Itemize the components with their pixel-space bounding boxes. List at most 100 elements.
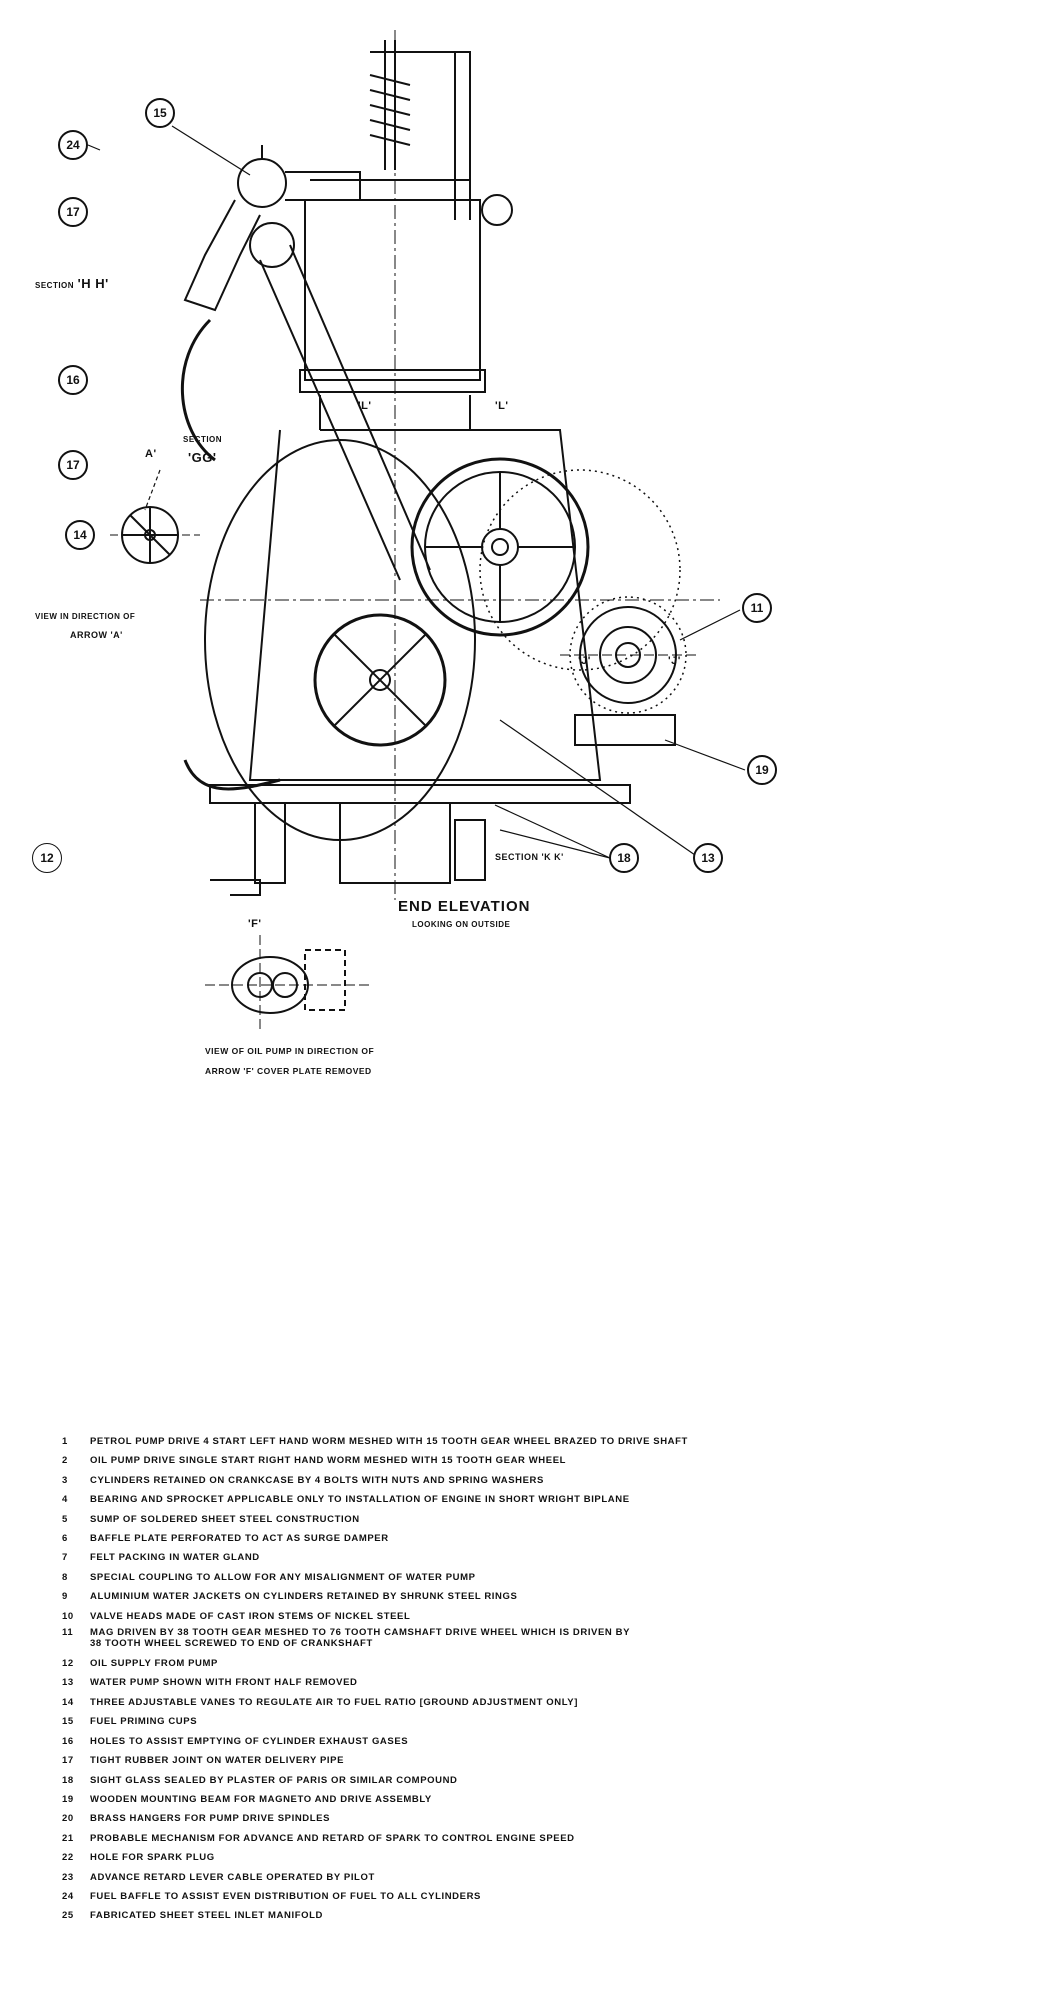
valve-spring: [369, 40, 513, 226]
legend-number: 18: [62, 1774, 74, 1786]
legend-text: OIL PUMP DRIVE SINGLE START RIGHT HAND W…: [90, 1455, 567, 1467]
legend-item: 8 SPECIAL COUPLING TO ALLOW FOR ANY MISAL…: [62, 1568, 962, 1587]
section-hh-name: 'H H': [77, 276, 109, 291]
legend-number: 3: [62, 1474, 68, 1486]
legend-item: 1 PETROL PUMP DRIVE 4 START LEFT HAND WOR…: [62, 1432, 962, 1451]
oil-pump-caption-line1: VIEW OF OIL PUMP IN DIRECTION OF: [205, 1046, 375, 1056]
j-right-label: 'J': [668, 655, 681, 667]
legend-item: 9 ALUMINIUM WATER JACKETS ON CYLINDERS RE…: [62, 1587, 962, 1606]
callout-16: 16: [58, 365, 88, 395]
legend-number: 1: [62, 1436, 68, 1447]
section-prefix: SECTION: [35, 281, 75, 290]
vane-view-a: [110, 506, 200, 564]
legend-number: 23: [62, 1871, 74, 1883]
legend-text: BEARING AND SPROCKET APPLICABLE ONLY TO …: [90, 1494, 630, 1506]
legend-text: TIGHT RUBBER JOINT ON WATER DELIVERY PIP…: [90, 1755, 345, 1767]
legend-number: 20: [62, 1813, 74, 1825]
legend-text: WOODEN MOUNTING BEAM FOR MAGNETO AND DRI…: [90, 1793, 432, 1805]
legend-number: 22: [62, 1852, 74, 1864]
magneto: [560, 596, 700, 746]
priming-cup: [183, 145, 361, 312]
legend-item: 22 HOLE FOR SPARK PLUG: [62, 1848, 962, 1867]
section-hh-label: SECTION 'H H': [35, 276, 109, 291]
view-a-line1: VIEW IN DIRECTION OF: [35, 612, 136, 621]
legend-item: 4 BEARING AND SPROCKET APPLICABLE ONLY TO…: [62, 1490, 962, 1509]
legend-number: 8: [62, 1571, 68, 1583]
oil-pump-view: [205, 935, 370, 1030]
legend-number: 2: [62, 1455, 68, 1467]
legend-number: 6: [62, 1533, 68, 1545]
legend-text: OIL SUPPLY FROM PUMP: [90, 1658, 218, 1670]
section-gg-prefix: SECTION: [183, 435, 223, 444]
legend-text: HOLE FOR SPARK PLUG: [90, 1852, 215, 1864]
legend-text: FUEL PRIMING CUPS: [90, 1716, 198, 1728]
drawing-title: END ELEVATION: [398, 898, 531, 915]
callout-18: 18: [609, 843, 639, 873]
legend-text: THREE ADJUSTABLE VANES TO REGULATE AIR T…: [90, 1696, 578, 1708]
legend-number: 15: [62, 1716, 74, 1728]
legend-number: 7: [62, 1552, 68, 1564]
legend-item: 17 TIGHT RUBBER JOINT ON WATER DELIVERY P…: [62, 1751, 962, 1770]
leader-lines: [87, 125, 746, 859]
callout-11: 11: [742, 593, 772, 623]
legend-number: 16: [62, 1735, 74, 1747]
section-kk-label: SECTION 'K K': [495, 852, 564, 862]
legend-number: 21: [62, 1832, 74, 1844]
callout-13: 13: [693, 843, 723, 873]
legend-text: WATER PUMP SHOWN WITH FRONT HALF REMOVED: [90, 1677, 358, 1689]
legend-text: ADVANCE RETARD LEVER CABLE OPERATED BY P…: [90, 1871, 375, 1883]
callout-15: 15: [145, 98, 175, 128]
legend-number: 19: [62, 1793, 74, 1805]
callout-17-bottom: 17: [58, 450, 88, 480]
legend-number: 9: [62, 1591, 68, 1603]
crankcase: [248, 429, 602, 781]
parts-legend: 1 PETROL PUMP DRIVE 4 START LEFT HAND WOR…: [62, 1432, 962, 1926]
legend-item: 5 SUMP OF SOLDERED SHEET STEEL CONSTRUCTI…: [62, 1510, 962, 1529]
callout-14: 14: [65, 520, 95, 550]
legend-number: 10: [62, 1610, 74, 1622]
water-pump: [313, 613, 447, 747]
legend-text: SPECIAL COUPLING TO ALLOW FOR ANY MISALI…: [90, 1571, 476, 1583]
legend-item: 12 OIL SUPPLY FROM PUMP: [62, 1654, 962, 1673]
legend-number: 12: [62, 1658, 74, 1670]
drawing-subtitle: LOOKING ON OUTSIDE: [412, 920, 511, 929]
legend-text: BRASS HANGERS FOR PUMP DRIVE SPINDLES: [90, 1813, 331, 1825]
legend-text: FUEL BAFFLE TO ASSIST EVEN DISTRIBUTION …: [90, 1890, 481, 1902]
legend-number: 13: [62, 1677, 74, 1689]
legend-number: 24: [62, 1890, 74, 1902]
callout-17-top: 17: [58, 197, 88, 227]
exhaust-port: [249, 222, 295, 268]
legend-item: 2 OIL PUMP DRIVE SINGLE START RIGHT HAND …: [62, 1451, 962, 1470]
l-left-label: 'L': [358, 400, 372, 412]
legend-item: 16 HOLES TO ASSIST EMPTYING OF CYLINDER E…: [62, 1732, 962, 1751]
legend-text: VALVE HEADS MADE OF CAST IRON STEMS OF N…: [90, 1610, 411, 1622]
legend-text: PETROL PUMP DRIVE 4 START LEFT HAND WORM…: [90, 1436, 688, 1447]
legend-text: SUMP OF SOLDERED SHEET STEEL CONSTRUCTIO…: [90, 1513, 360, 1525]
legend-text: MAG DRIVEN BY 38 TOOTH GEAR MESHED TO 76…: [90, 1627, 631, 1649]
legend-number: 4: [62, 1494, 68, 1506]
legend-item: 19 WOODEN MOUNTING BEAM FOR MAGNETO AND D…: [62, 1790, 962, 1809]
legend-number: 25: [62, 1910, 74, 1922]
legend-item: 13 WATER PUMP SHOWN WITH FRONT HALF REMOV…: [62, 1673, 962, 1692]
legend-text: FABRICATED SHEET STEEL INLET MANIFOLD: [90, 1910, 323, 1922]
legend-item: 24 FUEL BAFFLE TO ASSIST EVEN DISTRIBUTIO…: [62, 1887, 962, 1906]
cylinder: [304, 199, 481, 381]
legend-number: 17: [62, 1755, 74, 1767]
legend-text: HOLES TO ASSIST EMPTYING OF CYLINDER EXH…: [90, 1735, 409, 1747]
legend-number: 5: [62, 1513, 68, 1525]
legend-item: 10 VALVE HEADS MADE OF CAST IRON STEMS OF…: [62, 1607, 962, 1626]
f-arrow-label: 'F': [248, 918, 262, 930]
oil-pump-caption-line2: ARROW 'F' COVER PLATE REMOVED: [205, 1066, 372, 1076]
section-gg-label: 'GG': [188, 450, 217, 465]
legend-text: ALUMINIUM WATER JACKETS ON CYLINDERS RET…: [90, 1591, 518, 1603]
a-arrow-label: A': [145, 448, 157, 460]
callout-12: 12: [32, 843, 62, 873]
j-left-label: 'J': [578, 655, 591, 667]
legend-number: 11: [62, 1627, 74, 1639]
